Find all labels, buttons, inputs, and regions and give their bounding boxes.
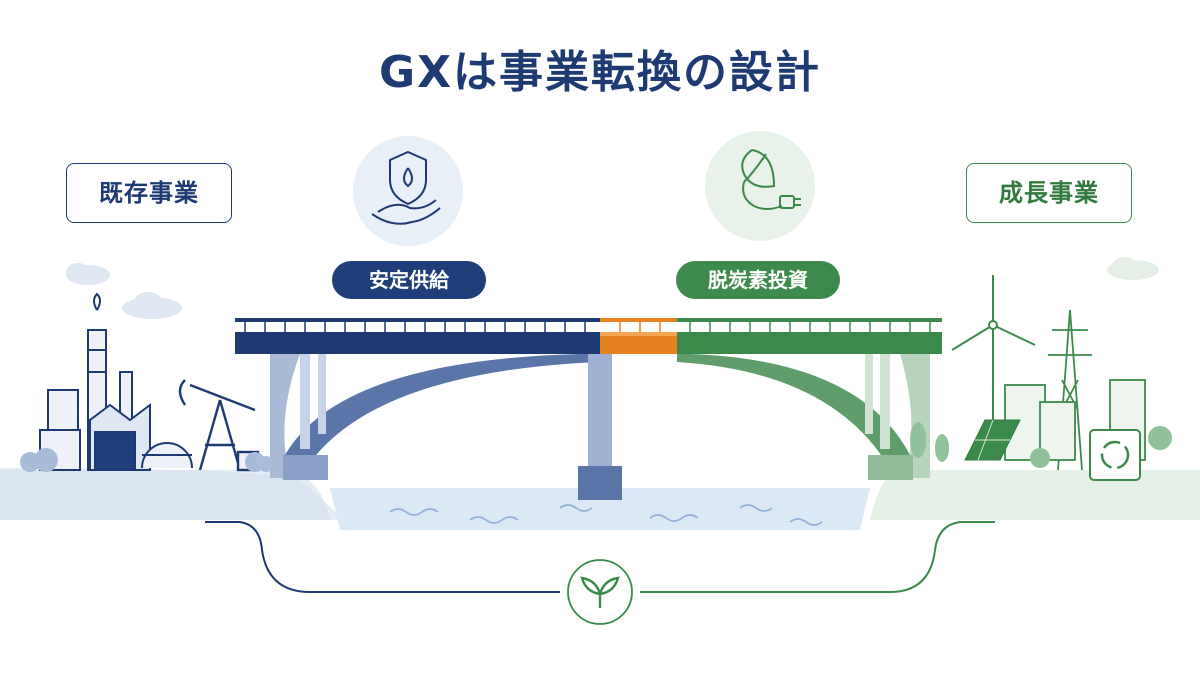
recycle-icon (1089, 429, 1141, 481)
bridge-arch-left (270, 354, 600, 480)
river (330, 488, 870, 530)
existing-business-box: 既存事業 (66, 163, 232, 223)
hand-shield-drop-icon (353, 136, 463, 246)
bridge-pier (578, 354, 622, 500)
growth-business-box: 成長事業 (966, 163, 1132, 223)
cloud-left (66, 263, 182, 319)
ground-right (870, 470, 1200, 520)
water-waves (389, 504, 823, 526)
sprout-icon (567, 559, 633, 625)
industrial-plant (39, 292, 193, 471)
leaf-plug-icon (705, 131, 815, 241)
bottom-path-right (640, 521, 995, 593)
trees-right (910, 422, 1172, 468)
bottom-path-left (205, 521, 560, 593)
decarbonization-investment-badge: 脱炭素投資 (676, 261, 840, 299)
bridge-deck (235, 318, 942, 354)
stable-supply-badge: 安定供給 (332, 261, 486, 299)
oil-pump (178, 379, 260, 472)
page-title: GXは事業転換の設計 (378, 47, 822, 98)
cloud-right (1107, 257, 1159, 280)
bridge-arch-right (677, 354, 930, 480)
solar-panel-icon (964, 419, 1021, 461)
shrubs-left (20, 448, 274, 472)
